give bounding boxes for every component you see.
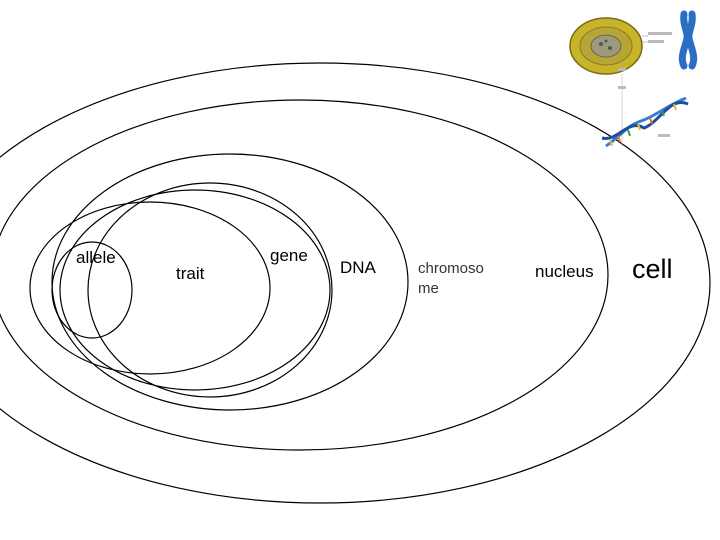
chromosome-label: chromoso me — [418, 260, 484, 297]
trait-ring — [29, 201, 271, 375]
cell-label: cell — [632, 254, 673, 284]
allele-label: allele — [76, 248, 116, 267]
chromosome-ring — [51, 153, 409, 411]
gene-label: gene — [270, 246, 308, 265]
cell-ring — [0, 62, 711, 504]
dna-label: DNA — [340, 258, 376, 277]
chromosome-icon — [678, 10, 698, 70]
trait-label: trait — [176, 264, 205, 283]
nucleus-label: nucleus — [535, 262, 594, 281]
dna-ring — [87, 182, 333, 398]
allele-ring — [51, 241, 133, 339]
cell-nucleus-chromosome-dna-icon — [569, 10, 698, 148]
gene-ring — [59, 189, 331, 391]
nucleus-icon — [590, 34, 622, 58]
nucleus-ring — [0, 99, 609, 451]
dna-helix-icon — [601, 96, 689, 148]
